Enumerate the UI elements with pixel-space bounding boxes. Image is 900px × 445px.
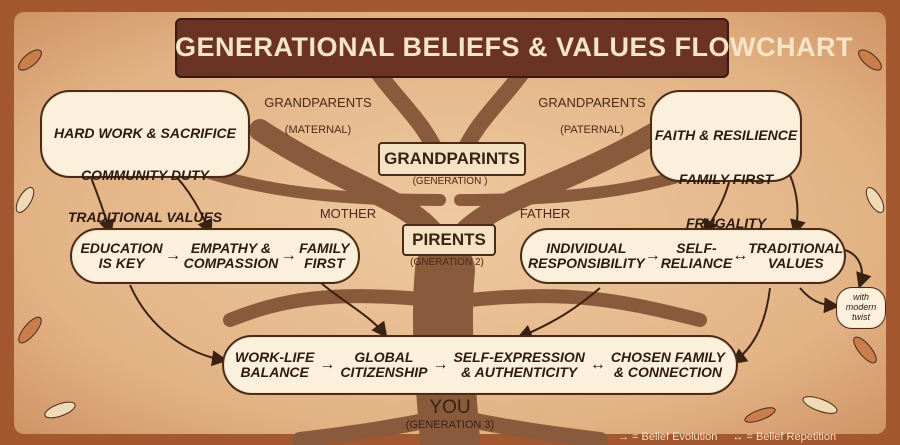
value-community-duty: COMMUNITY DUTY: [80, 167, 210, 183]
value-individual-responsibility: INDIVIDUAL RESPONSIBILITY: [528, 239, 645, 271]
you-values-cloud: WORK-LIFE BALANCE → GLOBAL CITIZENSHIP →…: [222, 335, 738, 395]
value-work-life-balance: WORK-LIFE BALANCE: [235, 348, 315, 380]
parents-generation: (GNERATION 2): [410, 257, 484, 268]
legend: → = Belief Evolution ↔ = Belief Repetiti…: [618, 431, 836, 443]
father-label: FATHER: [519, 206, 571, 221]
page-title: GENERATIONAL BELIEFS & VALUES FLOWCHART: [175, 32, 853, 62]
leaf-decorations: [15, 49, 885, 423]
value-empathy-compassion: EMPATHY & COMPASSION: [183, 239, 279, 271]
value-education-is-key: EDUCATION IS KEY: [80, 239, 163, 271]
legend-repetition: ↔ = Belief Repetition: [732, 431, 837, 443]
mother-values-cloud: EDUCATION IS KEY → EMPATHY & COMPASSION …: [70, 228, 360, 284]
value-traditional-values: TRADITIONAL VALUES: [67, 209, 223, 225]
evolution-arrow: →: [280, 247, 297, 264]
maternal-sub-label: (MATERNAL): [284, 124, 352, 136]
value-self-expression: SELF-EXPRESSION & AUTHENTICITY: [453, 348, 585, 380]
title-banner: [175, 18, 729, 78]
maternal-grandparents-label: GRANDPARENTS: [264, 95, 372, 110]
grandparents-generation: (GENERATION ): [412, 176, 488, 187]
value-family-first-parents: FAMILY FIRST: [299, 239, 350, 271]
grandparents-banner: GRANDPARINTS: [378, 142, 526, 176]
repetition-arrow: ↔: [589, 356, 606, 373]
evolution-arrow: →: [432, 356, 449, 373]
you-label: YOU: [429, 397, 471, 418]
value-faith-resilience: FAITH & RESILIENCE: [654, 127, 798, 143]
evolution-arrow: →: [165, 247, 182, 264]
modern-twist-cloud: with modern twist: [836, 287, 886, 329]
modern-twist-note: with modern twist: [845, 292, 877, 322]
you-generation: (GENERATION 3): [405, 419, 495, 431]
paternal-values-cloud: [650, 90, 802, 182]
parents-banner: PIRENTS: [402, 224, 496, 256]
value-global-citizenship: GLOBAL CITIZENSHIP: [340, 348, 428, 380]
legend-evolution: → = Belief Evolution: [618, 431, 718, 443]
repetition-arrow: ↔: [732, 247, 749, 264]
maternal-values-cloud: [40, 90, 250, 178]
value-chosen-family: CHOSEN FAMILY & CONNECTION: [610, 348, 725, 380]
father-values-cloud: INDIVIDUAL RESPONSIBILITY → SELF- RELIAN…: [520, 228, 846, 284]
value-hard-work: HARD WORK & SACRIFICE: [54, 125, 236, 141]
value-family-first: FAMILY FIRST: [678, 171, 774, 187]
mother-label: MOTHER: [319, 206, 377, 221]
value-self-reliance: SELF- RELIANCE: [660, 239, 733, 271]
value-traditional-values-parents: TRADITIONAL VALUES: [748, 239, 844, 271]
evolution-arrow: →: [644, 247, 661, 264]
paternal-grandparents-label: GRANDPARENTS: [538, 95, 646, 110]
evolution-arrow: →: [319, 356, 336, 373]
value-frugality: FRUGALITY: [685, 215, 767, 231]
paternal-sub-label: (PATERNAL): [560, 124, 624, 136]
